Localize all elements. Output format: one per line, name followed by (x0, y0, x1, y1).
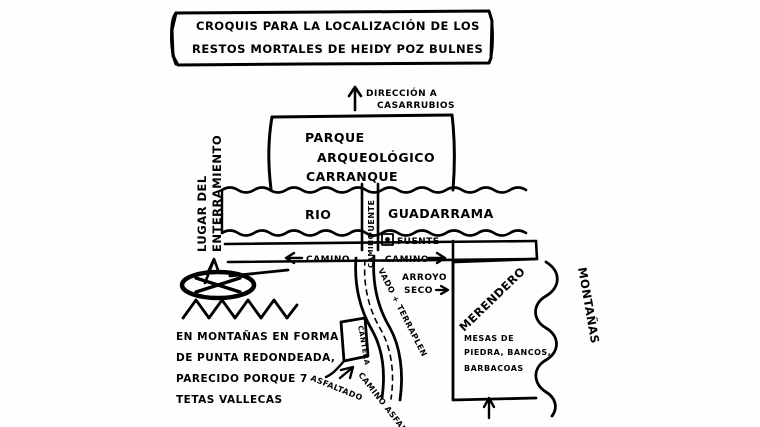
merendero-label: MERENDERO (456, 264, 528, 334)
puente-label: PUENTE (367, 200, 376, 238)
camino-label-vertical: CAMINO (367, 233, 375, 268)
direccion-casarrubios-line-2: CASARRUBIOS (377, 101, 455, 111)
vado-terraplen-track (354, 254, 403, 402)
title-line-2: RESTOS MORTALES DE HEIDY POZ BULNES (192, 42, 483, 56)
cantera-connector (324, 359, 346, 379)
marker-leader-line (228, 268, 290, 278)
arrow-up-merendero-icon (482, 396, 496, 420)
mountains-zigzag-left (181, 298, 299, 320)
arrow-right-arroyo-icon (434, 284, 450, 296)
arroyo-label-line-1: ARROYO (402, 273, 447, 283)
direccion-casarrubios-line-1: DIRECCIÓN A (366, 87, 437, 99)
arrow-left-camino-icon (284, 251, 304, 265)
note-line-4: TETAS VALLECAS (176, 394, 283, 406)
camino-label-right: CAMINO (385, 255, 429, 265)
arrow-up-direccion-icon (347, 85, 363, 112)
asfaltado-label: ASFALTADO (309, 374, 364, 403)
lugar-enterramiento-line-2: ENTERRAMIENTO (210, 135, 224, 252)
arrow-right-camino-icon (427, 251, 447, 265)
title-line-1: CROQUIS PARA LA LOCALIZACIÓN DE LOS (196, 18, 480, 33)
river-guadarrama (220, 186, 528, 237)
parque-label-line-2: ARQUEOLÓGICO (317, 150, 435, 165)
burial-spot-marker-icon (179, 269, 257, 301)
camino-roads (223, 239, 539, 292)
merendero-box (451, 257, 538, 402)
lugar-enterramiento-line-1: LUGAR DEL (195, 175, 209, 252)
merendero-detail-line-1: MESAS DE (464, 334, 514, 343)
parque-label-line-1: PARQUE (305, 130, 365, 145)
arrow-up-asfaltado-icon (338, 365, 355, 380)
guadarrama-label: GUADARRAMA (388, 206, 494, 221)
rio-label: RIO (305, 207, 331, 222)
note-line-2: DE PUNTA REDONDEADA, (176, 352, 335, 364)
arroyo-label-line-2: SECO (404, 286, 433, 296)
parque-label-line-3: CARRANQUE (306, 169, 398, 184)
title-box (170, 9, 494, 67)
cantera-box (339, 316, 370, 363)
merendero-detail-line-3: BARBACOAS (464, 364, 524, 373)
merendero-detail-line-2: PIEDRA, BANCOS, (464, 348, 551, 357)
lugar-enterramiento-group: LUGAR DEL ENTERRAMIENTO (195, 135, 224, 285)
fuente-symbol-icon (381, 233, 394, 246)
fuente-label: FUENTE (397, 237, 439, 247)
note-line-3: PARECIDO PORQUE 7 (176, 373, 308, 385)
montanas-label: MONTAÑAS (575, 266, 603, 345)
note-line-1: EN MONTAÑAS EN FORMA (176, 330, 339, 343)
camino-label-left: CAMINO (306, 255, 350, 265)
puente-bridge (360, 182, 380, 252)
montanas-wavy-boundary (534, 260, 559, 418)
cantera-label: CANTERA (356, 325, 371, 366)
camino-asfaltado-label: CAMINO ASFALTADO (356, 371, 424, 427)
parque-arqueologico-box (267, 113, 456, 192)
